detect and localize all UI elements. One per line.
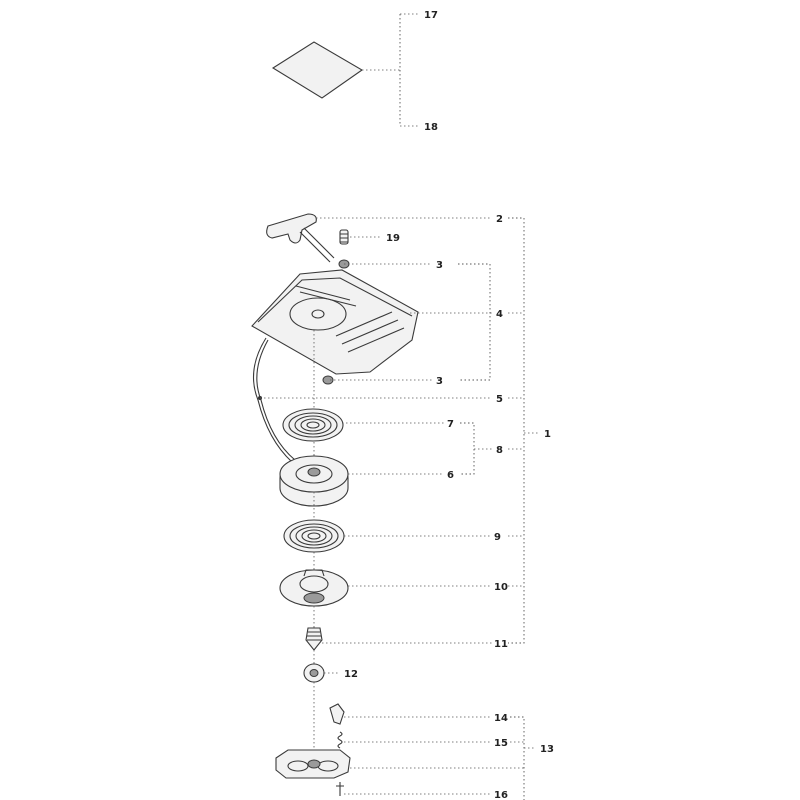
pawl-part-14[interactable]: [329, 703, 345, 725]
callout-3-lower: 3: [436, 376, 443, 387]
callout-16: 16: [494, 790, 508, 800]
callout-5: 5: [496, 394, 503, 405]
callout-6: 6: [447, 470, 454, 481]
decal-sheet-part[interactable]: [271, 41, 364, 99]
callout-1: 1: [544, 429, 551, 440]
callout-10: 10: [494, 582, 508, 593]
callout-7: 7: [447, 419, 454, 430]
callout-17: 17: [424, 10, 438, 21]
starter-rope-part[interactable]: [253, 337, 296, 463]
rope-pulley-part[interactable]: [279, 455, 349, 507]
group-brackets: [458, 217, 538, 800]
starter-handle-part[interactable]: [266, 213, 335, 263]
callout-3-upper: 3: [436, 260, 443, 271]
screw-part-19[interactable]: [339, 229, 349, 245]
callout-19: 19: [386, 233, 400, 244]
callout-9: 9: [494, 532, 501, 543]
screw-part-16[interactable]: [336, 782, 344, 796]
callout-11: 11: [494, 639, 508, 650]
callout-14: 14: [494, 713, 508, 724]
callout-18: 18: [424, 122, 438, 133]
rewind-spring-part[interactable]: [282, 408, 344, 442]
decal-leaders: [362, 13, 420, 127]
callout-labels: 17 18 2 19 3 4 3 5 7 6 8 1 9 10 11 12 14…: [344, 10, 554, 800]
screw-part-11[interactable]: [305, 627, 323, 651]
callout-4: 4: [496, 309, 503, 320]
callout-15: 15: [494, 738, 508, 749]
callout-2: 2: [496, 214, 503, 225]
spring-part-15[interactable]: [337, 731, 343, 749]
flywheel-base-part[interactable]: [275, 749, 351, 779]
starter-housing-part[interactable]: [251, 269, 419, 375]
pulley-part-10[interactable]: [279, 569, 349, 607]
callout-13: 13: [540, 744, 554, 755]
nut-part-12[interactable]: [303, 663, 325, 683]
spring-part-9[interactable]: [283, 519, 345, 553]
callout-8: 8: [496, 445, 503, 456]
bushing-lower-part[interactable]: [322, 375, 334, 385]
callout-12: 12: [344, 669, 358, 680]
leader-lines: [260, 217, 524, 795]
